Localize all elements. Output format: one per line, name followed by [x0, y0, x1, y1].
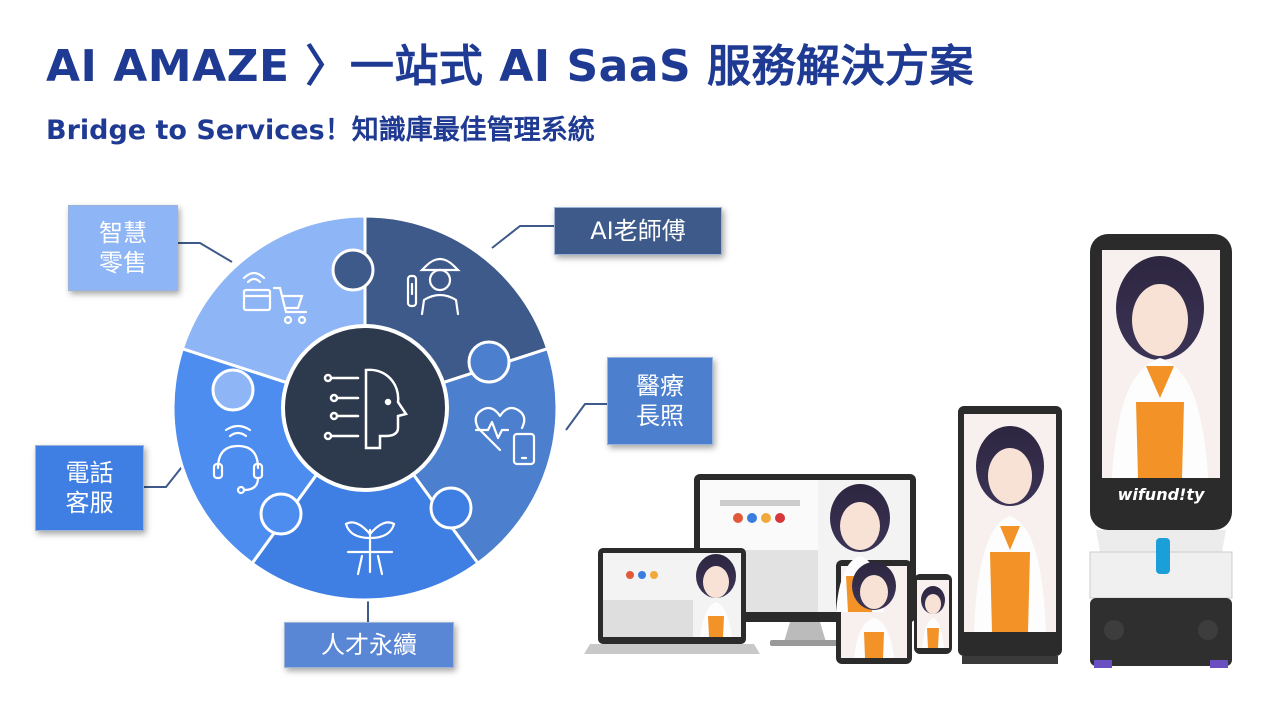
wallet-cart-icon: [242, 271, 308, 325]
label-medical-line2: 長照: [636, 402, 684, 430]
ai-head-icon: [323, 368, 409, 450]
avatar-laptop: [696, 554, 736, 637]
label-medical-line1: 醫療: [636, 372, 684, 400]
laptop: [584, 548, 760, 654]
puzzle-wheel: [171, 214, 559, 602]
label-talent: 人才永續: [284, 622, 454, 668]
avatar-kiosk: [974, 426, 1046, 632]
worker-tools-icon: [406, 257, 461, 316]
headset-icon: [212, 424, 264, 495]
label-smart-retail-line2: 零售: [99, 249, 147, 277]
robot-brand-text: wifund!ty: [1118, 485, 1205, 504]
label-medical-care: 醫療 長照: [607, 357, 713, 445]
label-call-center: 電話 客服: [35, 445, 144, 531]
label-call-center-line1: 電話: [65, 459, 114, 487]
avatar-robot: wifund!ty: [1112, 256, 1208, 504]
label-smart-retail-line1: 智慧: [99, 219, 147, 247]
label-call-center-line2: 客服: [65, 489, 114, 517]
devices-illustration: wifund!ty: [584, 234, 1233, 668]
slide-subtitle: Bridge to Services！知識庫最佳管理系統: [46, 115, 595, 146]
avatar-phone: [921, 586, 945, 648]
avatar-tablet: [852, 562, 896, 658]
label-smart-retail: 智慧 零售: [68, 205, 178, 291]
slide-title: AI AMAZE 〉一站式 AI SaaS 服務解決方案: [46, 41, 975, 92]
sprout-icon: [344, 521, 396, 576]
segment-talent: [250, 405, 480, 602]
label-ai-master: AI老師傅: [554, 207, 722, 255]
heart-tablet-icon: [474, 406, 536, 466]
